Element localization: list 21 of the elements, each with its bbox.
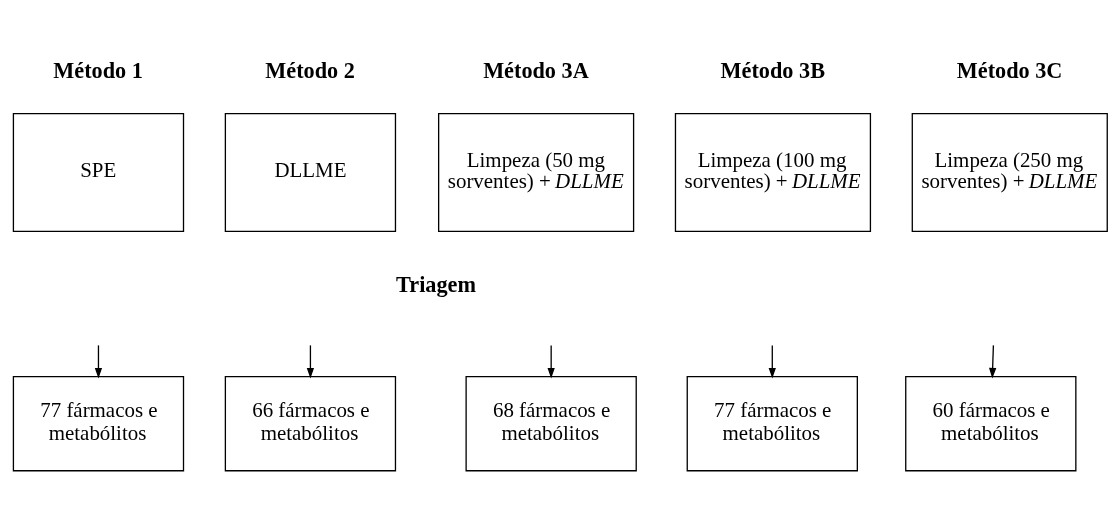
node-box: 66 fármacos e metabólitos xyxy=(224,375,397,472)
arrow xyxy=(306,344,315,379)
arrow xyxy=(547,344,555,379)
node-box: SPE xyxy=(12,112,185,232)
node-box: Limpeza (50 mg sorventes) + DLLME xyxy=(438,112,635,232)
arrow xyxy=(988,344,997,379)
node-label: Método 3A xyxy=(483,57,589,83)
node-box: 77 fármacos e metabólitos xyxy=(12,375,185,472)
node-label: Método 2 xyxy=(265,57,355,83)
node-label: Método 1 xyxy=(53,57,143,83)
arrow xyxy=(768,344,776,379)
node-box: Limpeza (100 mg sorventes) + DLLME xyxy=(674,112,872,232)
node-box: DLLME xyxy=(224,112,397,232)
label: Triagem xyxy=(396,271,476,297)
node-label: Método 3C xyxy=(956,57,1063,83)
node-box: 68 fármacos e metabólitos xyxy=(465,375,637,472)
node-box: 77 fármacos e metabólitos xyxy=(686,375,858,472)
node-label: Método 3B xyxy=(720,57,825,83)
node-box: 60 fármacos e metabólitos xyxy=(905,375,1077,472)
arrow xyxy=(94,344,103,379)
node-box: Limpeza (250 mg sorventes) + DLLME xyxy=(911,112,1108,232)
